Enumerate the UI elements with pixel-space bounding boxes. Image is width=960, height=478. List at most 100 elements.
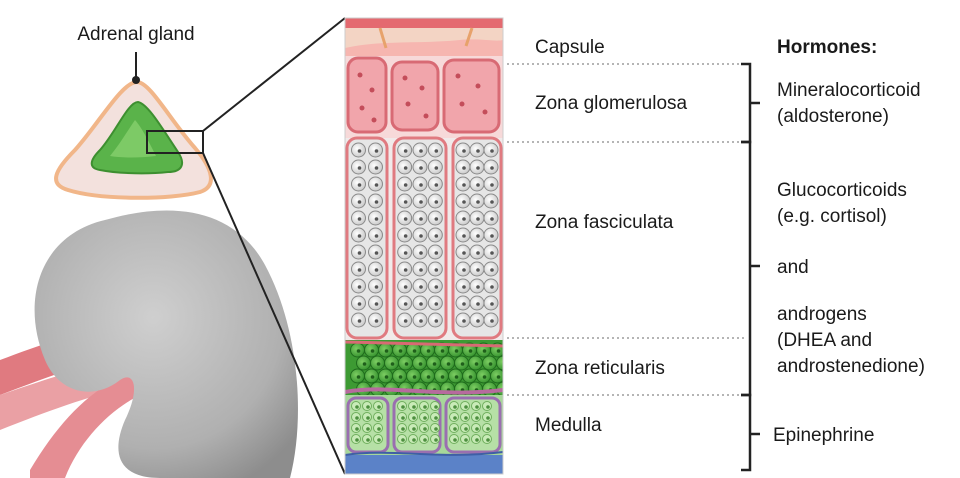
cell-nucleus: [401, 438, 405, 442]
cell-nucleus: [357, 251, 362, 255]
cell-nucleus: [401, 405, 405, 409]
cell-nucleus: [374, 251, 379, 255]
cell-nucleus: [419, 149, 423, 153]
cell-nucleus: [426, 349, 431, 353]
cell-nucleus: [434, 166, 439, 170]
cell-nucleus: [490, 166, 494, 170]
cell-nucleus: [453, 438, 457, 442]
cell-nucleus: [454, 349, 459, 353]
cell-nucleus: [403, 319, 408, 323]
cell-nucleus: [412, 375, 417, 379]
cell-nucleus: [404, 362, 409, 366]
cell-nucleus: [496, 375, 501, 379]
cell-nucleus: [475, 427, 479, 431]
cell-nucleus: [462, 319, 466, 323]
cell-nucleus: [355, 416, 359, 420]
cell-nucleus: [370, 375, 375, 379]
cell-nucleus: [482, 349, 487, 353]
cell-nucleus: [446, 362, 451, 366]
cell-nucleus: [419, 319, 423, 323]
cell-nucleus: [486, 416, 490, 420]
cell-nucleus: [482, 375, 487, 379]
cell-nucleus: [419, 166, 423, 170]
zoom-line-top: [202, 17, 346, 132]
cell-nucleus: [490, 285, 494, 289]
cell-nucleus: [374, 217, 379, 221]
cell-nucleus: [423, 405, 427, 409]
cell-nucleus: [426, 375, 431, 379]
cell-nucleus: [490, 149, 494, 153]
cell-nucleus: [490, 183, 494, 187]
cell-nucleus: [476, 183, 480, 187]
cell-nucleus: [476, 200, 480, 204]
hormone-glucocorticoids: Glucocorticoids (e.g. cortisol): [777, 180, 912, 227]
cell-nucleus: [462, 183, 466, 187]
cell-nucleus: [476, 149, 480, 153]
cell-nucleus: [357, 285, 362, 289]
cell-nucleus: [474, 362, 479, 366]
cell-nucleus: [476, 302, 480, 306]
adrenal-gland: [54, 52, 213, 200]
cell-nucleus: [434, 438, 438, 442]
cell-nucleus: [403, 217, 408, 221]
cell-nucleus: [464, 405, 468, 409]
cell-nucleus: [377, 416, 381, 420]
hormone-brackets: [741, 62, 760, 472]
cell-nucleus: [434, 416, 438, 420]
cell-nucleus: [403, 149, 408, 153]
cell-nucleus: [496, 349, 501, 353]
cell-nucleus: [403, 268, 408, 272]
cell-nucleus: [423, 438, 427, 442]
cell-nucleus: [475, 416, 479, 420]
cell-nucleus: [419, 183, 423, 187]
cell-nucleus: [398, 375, 403, 379]
cell-nucleus: [374, 268, 379, 272]
cell-nucleus: [468, 375, 473, 379]
cell-nucleus: [374, 166, 379, 170]
cell-nucleus: [432, 362, 437, 366]
hormones-header: Hormones:: [777, 37, 877, 58]
cell-nucleus: [476, 166, 480, 170]
cell-nucleus: [476, 234, 480, 238]
zoom-line-bottom: [202, 152, 346, 475]
layer-label-fasciculata: Zona fasciculata: [535, 212, 674, 233]
cell-nucleus: [419, 234, 423, 238]
cell-nucleus: [490, 234, 494, 238]
cell-nucleus: [434, 200, 439, 204]
cell-nucleus: [412, 416, 416, 420]
cell-nucleus: [377, 427, 381, 431]
hormone-androgens: androgens (DHEA and androstenedione): [777, 304, 925, 377]
medulla-cells: [351, 401, 492, 444]
cell-nucleus: [490, 268, 494, 272]
cell-nucleus: [490, 200, 494, 204]
cell-nucleus: [419, 251, 423, 255]
cell-nucleus: [403, 251, 408, 255]
cell-nucleus: [357, 200, 362, 204]
cell: [490, 368, 503, 384]
hormone-mineralocorticoid: Mineralocorticoid (aldosterone): [777, 80, 926, 127]
layer-label-capsule: Capsule: [535, 37, 605, 58]
cell: [496, 355, 503, 371]
cell-nucleus: [434, 251, 439, 255]
cell-nucleus: [357, 302, 362, 306]
cell-nucleus: [401, 427, 405, 431]
cell-nucleus: [434, 268, 439, 272]
cell-nucleus: [488, 362, 493, 366]
cell-nucleus: [460, 362, 465, 366]
cell-nucleus: [419, 302, 423, 306]
cell-nucleus: [476, 217, 480, 221]
cell-nucleus: [423, 416, 427, 420]
cell-nucleus: [355, 405, 359, 409]
cell-nucleus: [357, 268, 362, 272]
cell-nucleus: [462, 200, 466, 204]
layer-label-glomerulosa: Zona glomerulosa: [535, 93, 688, 114]
cell-nucleus: [464, 438, 468, 442]
cell-nucleus: [440, 375, 445, 379]
cell-nucleus: [355, 438, 359, 442]
cell-nucleus: [419, 285, 423, 289]
cell-nucleus: [490, 251, 494, 255]
cell-nucleus: [462, 268, 466, 272]
cell-nucleus: [434, 217, 439, 221]
cell-nucleus: [403, 285, 408, 289]
